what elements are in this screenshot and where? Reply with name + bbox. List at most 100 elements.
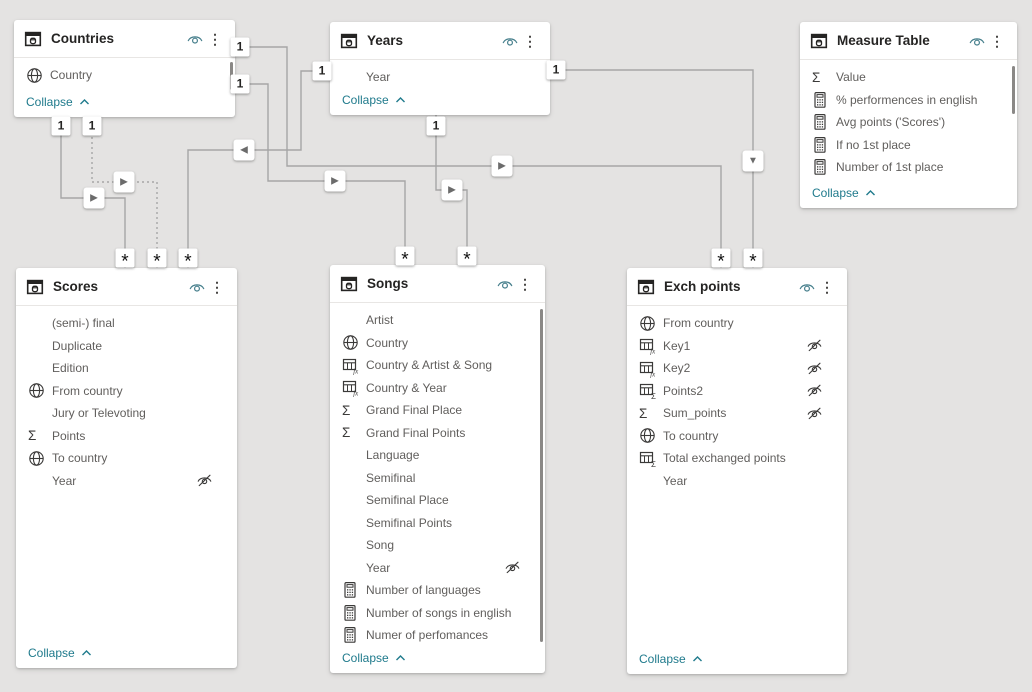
field-jury-or-televoting[interactable]: Jury or Televoting	[16, 402, 237, 425]
cardinality-one-marker-countries-exch-points[interactable]: 1	[230, 37, 250, 57]
field-duplicate[interactable]: Duplicate	[16, 335, 237, 358]
field-year[interactable]: Year	[330, 557, 545, 580]
filter-direction-arrow-years-exch-points[interactable]: ▼	[742, 150, 764, 172]
field-year[interactable]: Year	[16, 470, 237, 493]
relationship-line-countries-exch-points[interactable]	[235, 46, 722, 268]
hidden-eye-slash-icon[interactable]	[196, 473, 213, 488]
collapse-button[interactable]: Collapse	[26, 95, 90, 109]
field-language[interactable]: Language	[330, 444, 545, 467]
table-header-exch-points[interactable]: Exch points⋮	[627, 268, 847, 306]
field-from-country[interactable]: From country	[627, 312, 847, 335]
more-options-icon[interactable]: ⋮	[987, 31, 1007, 51]
cardinality-many-marker-countries-songs[interactable]: *	[395, 246, 415, 266]
more-options-icon[interactable]: ⋮	[207, 277, 227, 297]
cardinality-many-marker-years-songs[interactable]: *	[457, 246, 477, 266]
collapse-button[interactable]: Collapse	[639, 652, 703, 666]
table-header-measure-table[interactable]: Measure Table⋮	[800, 22, 1017, 60]
hidden-eye-slash-icon[interactable]	[806, 338, 823, 353]
filter-direction-arrow-countries-songs[interactable]: ▶	[324, 170, 346, 192]
cardinality-many-marker-years-exch-points[interactable]: *	[743, 248, 763, 268]
hidden-eye-slash-icon[interactable]	[806, 406, 823, 421]
field-artist[interactable]: Artist	[330, 309, 545, 332]
field-number-of-songs-in-english[interactable]: Number of songs in english	[330, 602, 545, 625]
cardinality-one-marker-countries-scores[interactable]: 1	[82, 116, 102, 136]
collapse-button[interactable]: Collapse	[28, 646, 92, 660]
scrollbar-thumb[interactable]	[1012, 66, 1015, 114]
relationship-line-years-exch-points[interactable]	[550, 69, 754, 268]
hidden-eye-slash-icon[interactable]	[806, 383, 823, 398]
filter-direction-arrow-countries-scores[interactable]: ▶	[113, 171, 135, 193]
visibility-eye-icon[interactable]	[797, 277, 817, 297]
filter-direction-arrow-years-songs[interactable]: ▶	[441, 179, 463, 201]
more-options-icon[interactable]: ⋮	[817, 277, 837, 297]
visibility-eye-icon[interactable]	[185, 29, 205, 49]
field-semifinal-points[interactable]: Semifinal Points	[330, 512, 545, 535]
more-options-icon[interactable]: ⋮	[515, 274, 535, 294]
more-options-icon[interactable]: ⋮	[520, 31, 540, 51]
table-header-countries[interactable]: Countries⋮	[14, 20, 235, 58]
filter-direction-arrow-countries-exch-points[interactable]: ▶	[491, 155, 513, 177]
filter-direction-arrow-countries-scores[interactable]: ▶	[83, 187, 105, 209]
field-semifinal-place[interactable]: Semifinal Place	[330, 489, 545, 512]
filter-direction-arrow-years-scores[interactable]: ◀	[233, 139, 255, 161]
visibility-eye-icon[interactable]	[495, 274, 515, 294]
field-edition[interactable]: Edition	[16, 357, 237, 380]
field-number-of-1st-place[interactable]: Number of 1st place	[800, 156, 1017, 179]
table-header-scores[interactable]: Scores⋮	[16, 268, 237, 306]
field-song[interactable]: Song	[330, 534, 545, 557]
field-if-no-1st-place[interactable]: If no 1st place	[800, 134, 1017, 157]
more-options-icon[interactable]: ⋮	[205, 29, 225, 49]
collapse-button[interactable]: Collapse	[812, 186, 876, 200]
field-semi-final[interactable]: (semi-) final	[16, 312, 237, 335]
field-numer-of-perfomances[interactable]: Numer of perfomances	[330, 624, 545, 647]
field-year[interactable]: Year	[627, 470, 847, 493]
cardinality-one-marker-years-exch-points[interactable]: 1	[546, 60, 566, 80]
field-number-of-languages[interactable]: Number of languages	[330, 579, 545, 602]
cardinality-one-marker-countries-scores[interactable]: 1	[51, 116, 71, 136]
field-performences-in-english[interactable]: % performences in english	[800, 89, 1017, 112]
relationship-line-years-scores[interactable]	[187, 70, 330, 268]
collapse-button[interactable]: Collapse	[342, 651, 406, 665]
table-header-songs[interactable]: Songs⋮	[330, 265, 545, 303]
relationship-line-countries-songs[interactable]	[235, 83, 406, 265]
cardinality-many-marker-countries-scores[interactable]: *	[115, 248, 135, 268]
hidden-eye-slash-icon[interactable]	[504, 560, 521, 575]
field-semifinal[interactable]: Semifinal	[330, 467, 545, 490]
field-country[interactable]: Country	[14, 64, 235, 87]
field-to-country[interactable]: To country	[627, 425, 847, 448]
hidden-eye-slash-icon[interactable]	[806, 361, 823, 376]
field-country[interactable]: Country	[330, 332, 545, 355]
cardinality-many-marker-countries-scores[interactable]: *	[147, 248, 167, 268]
visibility-eye-icon[interactable]	[967, 31, 987, 51]
field-to-country[interactable]: To country	[16, 447, 237, 470]
cardinality-many-marker-countries-exch-points[interactable]: *	[711, 248, 731, 268]
cardinality-many-marker-years-scores[interactable]: *	[178, 248, 198, 268]
scrollbar-thumb[interactable]	[540, 309, 543, 642]
visibility-eye-icon[interactable]	[187, 277, 207, 297]
collapse-button[interactable]: Collapse	[342, 93, 406, 107]
table-header-years[interactable]: Years⋮	[330, 22, 550, 60]
field-year[interactable]: Year	[330, 66, 550, 89]
field-from-country[interactable]: From country	[16, 380, 237, 403]
cardinality-one-marker-years-scores[interactable]: 1	[312, 61, 332, 81]
cardinality-one-marker-countries-songs[interactable]: 1	[230, 74, 250, 94]
visibility-eye-icon[interactable]	[500, 31, 520, 51]
